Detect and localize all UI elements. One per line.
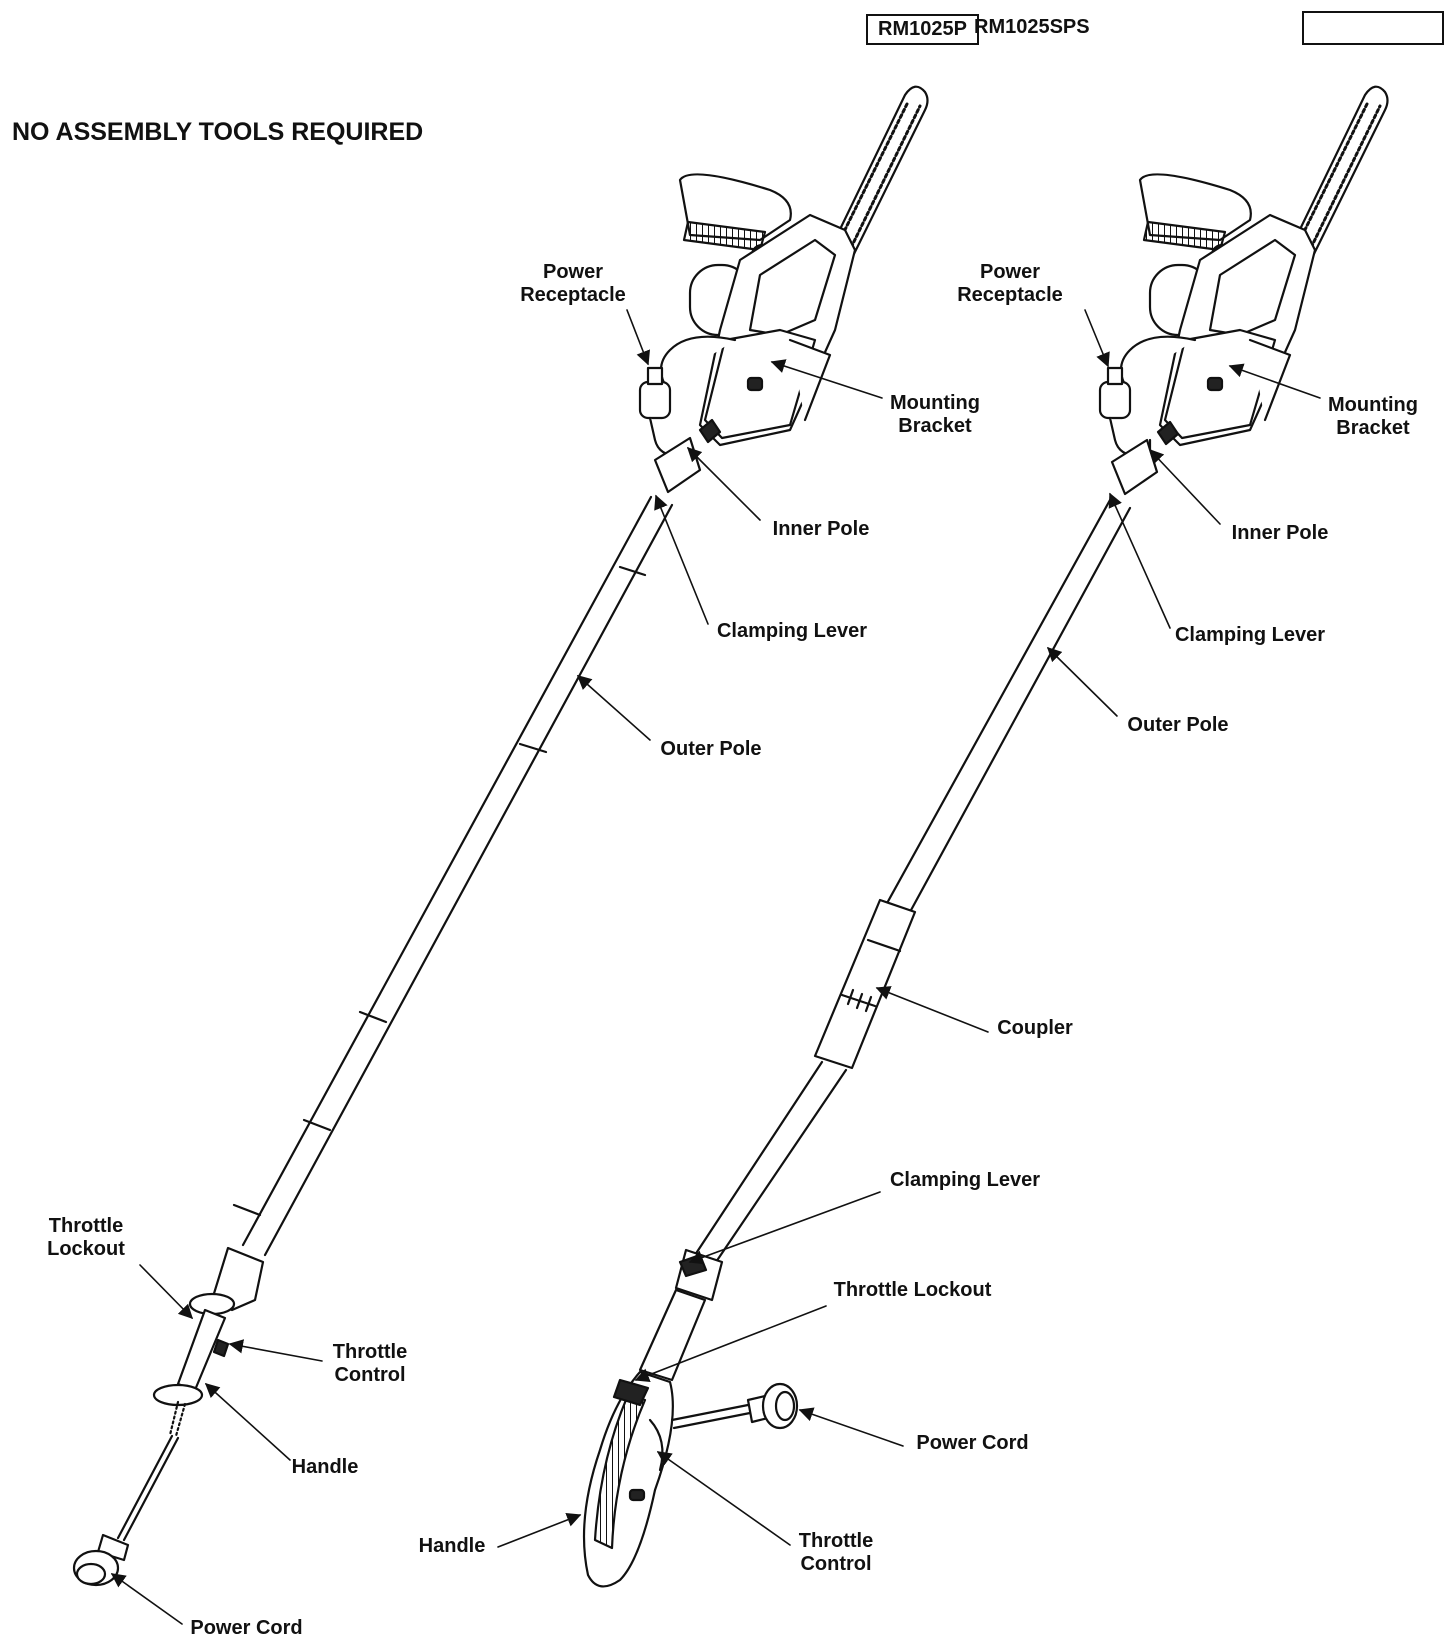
label-right-handle: Handle [418, 1535, 486, 1557]
left-guide-bar [828, 85, 929, 264]
label-right-power-cord: Power Cord [916, 1432, 1029, 1454]
right-motor-housing [1138, 173, 1317, 447]
page-title: NO ASSEMBLY TOOLS REQUIRED [12, 118, 424, 146]
right-clamp [1110, 420, 1180, 496]
label-right-mounting-bracket: Mounting Bracket [1328, 394, 1418, 439]
left-pole [232, 495, 674, 1257]
left-power-cord [72, 1434, 180, 1587]
leader-right-throttle-control [656, 1451, 791, 1546]
left-motor-housing [678, 173, 857, 447]
label-left-clamping-lever: Clamping Lever [716, 620, 868, 642]
blank-header-box [1302, 11, 1444, 45]
leader-lines [110, 309, 1321, 1625]
leader-left-throttle-lockout [139, 1264, 194, 1320]
right-power-cord [670, 1382, 799, 1430]
right-handle [582, 1288, 707, 1588]
leader-right-power-cord [798, 1407, 904, 1447]
leader-right-clamping-lever-bottom [688, 1191, 881, 1265]
leader-left-power-cord [110, 1573, 183, 1625]
label-left-power-receptacle: Power Receptacle [520, 261, 626, 306]
leader-right-power-receptacle [1084, 309, 1110, 368]
label-left-outer-pole: Outer Pole [660, 738, 762, 760]
left-pole-saw [72, 85, 929, 1587]
label-left-mounting-bracket: Mounting Bracket [890, 392, 980, 437]
right-lower-pole [693, 1060, 848, 1264]
label-left-power-cord: Power Cord [190, 1617, 303, 1639]
leader-right-inner-pole [1149, 448, 1221, 525]
leader-left-outer-pole [576, 675, 651, 741]
label-left-throttle-lockout: Throttle Lockout [47, 1215, 125, 1260]
leader-left-mounting-bracket [770, 359, 883, 399]
right-upper-pole [884, 498, 1132, 914]
label-left-inner-pole: Inner Pole [772, 518, 870, 540]
label-right-clamping-lever-top: Clamping Lever [1174, 624, 1326, 646]
label-right-coupler: Coupler [997, 1017, 1073, 1039]
leader-left-power-receptacle [626, 309, 651, 366]
label-right-inner-pole: Inner Pole [1231, 522, 1329, 544]
label-left-throttle-control: Throttle Control [332, 1341, 408, 1386]
leader-right-outer-pole [1046, 646, 1118, 717]
leader-right-coupler [875, 986, 989, 1033]
leader-left-throttle-control [228, 1339, 323, 1362]
right-guide-bar [1288, 85, 1389, 264]
leader-left-handle [204, 1383, 291, 1461]
model-number-boxed: RM1025P [866, 14, 979, 45]
leader-right-throttle-lockout [634, 1305, 827, 1383]
right-power-receptacle [1098, 335, 1197, 458]
label-right-power-receptacle: Power Receptacle [957, 261, 1063, 306]
left-power-receptacle [638, 335, 737, 458]
leader-left-clamping-lever [654, 494, 709, 625]
leader-left-inner-pole [686, 446, 761, 521]
label-right-clamping-lever-bottom: Clamping Lever [889, 1169, 1041, 1191]
label-right-outer-pole: Outer Pole [1127, 714, 1229, 736]
left-handle [152, 1246, 265, 1438]
leader-right-clamping-lever [1108, 492, 1171, 629]
label-left-handle: Handle [291, 1456, 359, 1478]
leader-right-handle [497, 1513, 582, 1548]
right-coupler [813, 898, 917, 1070]
label-right-throttle-lockout: Throttle Lockout [833, 1279, 992, 1301]
leader-right-mounting-bracket [1228, 363, 1321, 399]
model-number-plain: RM1025SPS [974, 16, 1090, 38]
right-pole-saw [582, 85, 1389, 1588]
label-right-throttle-control: Throttle Control [798, 1530, 874, 1575]
